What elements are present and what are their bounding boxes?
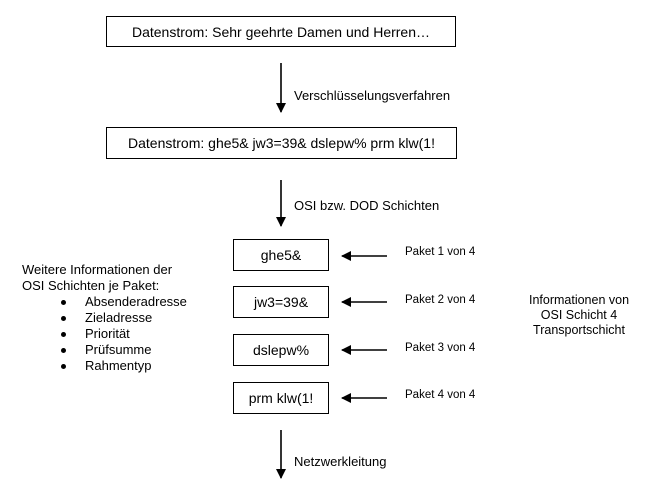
packet-content-3: dslepw% [252,342,310,358]
list-item: Priorität [22,326,187,342]
encrypted-stream-box: Datenstrom: ghe5& jw3=39& dslepw% prm kl… [106,127,457,159]
plain-stream-text: Datenstrom: Sehr geehrte Damen und Herre… [131,23,431,40]
packet-box-1: ghe5& [233,239,329,271]
packet-box-3: dslepw% [233,334,329,366]
osi-info-list: Weitere Informationen der OSI Schichten … [22,262,187,374]
network-label: Netzwerkleitung [294,454,387,469]
layers-label: OSI bzw. DOD Schichten [294,198,440,213]
packet-label-3: Paket 3 von 4 [405,342,476,354]
packet-label-4: Paket 4 von 4 [405,389,476,401]
transport-info-line3: Transportschicht [533,323,625,337]
transport-info-line1: Informationen von [528,293,630,307]
list-item: Absenderadresse [22,294,187,310]
packet-box-2: jw3=39& [233,286,329,318]
list-item: Rahmentyp [22,358,187,374]
transport-info-line2: OSI Schicht 4 [540,308,618,322]
packet-label-1: Paket 1 von 4 [405,246,476,258]
packet-content-4: prm klw(1! [248,390,314,406]
list-item: Prüfsumme [22,342,187,358]
packet-box-4: prm klw(1! [233,382,329,414]
encryption-label: Verschlüsselungsverfahren [294,88,451,103]
list-item: Zieladresse [22,310,187,326]
plain-stream-box: Datenstrom: Sehr geehrte Damen und Herre… [106,16,456,47]
osi-info-items: Absenderadresse Zieladresse Priorität Pr… [22,294,187,374]
osi-info-heading-line1: Weitere Informationen der [22,262,173,277]
packet-content-1: ghe5& [260,247,302,263]
encrypted-stream-text: Datenstrom: ghe5& jw3=39& dslepw% prm kl… [128,135,435,151]
packet-content-2: jw3=39& [253,294,309,310]
packet-label-2: Paket 2 von 4 [405,294,476,306]
osi-info-heading-line2: OSI Schichten je Paket: [22,278,160,293]
transport-layer-info: Informationen von OSI Schicht 4 Transpor… [520,293,638,338]
